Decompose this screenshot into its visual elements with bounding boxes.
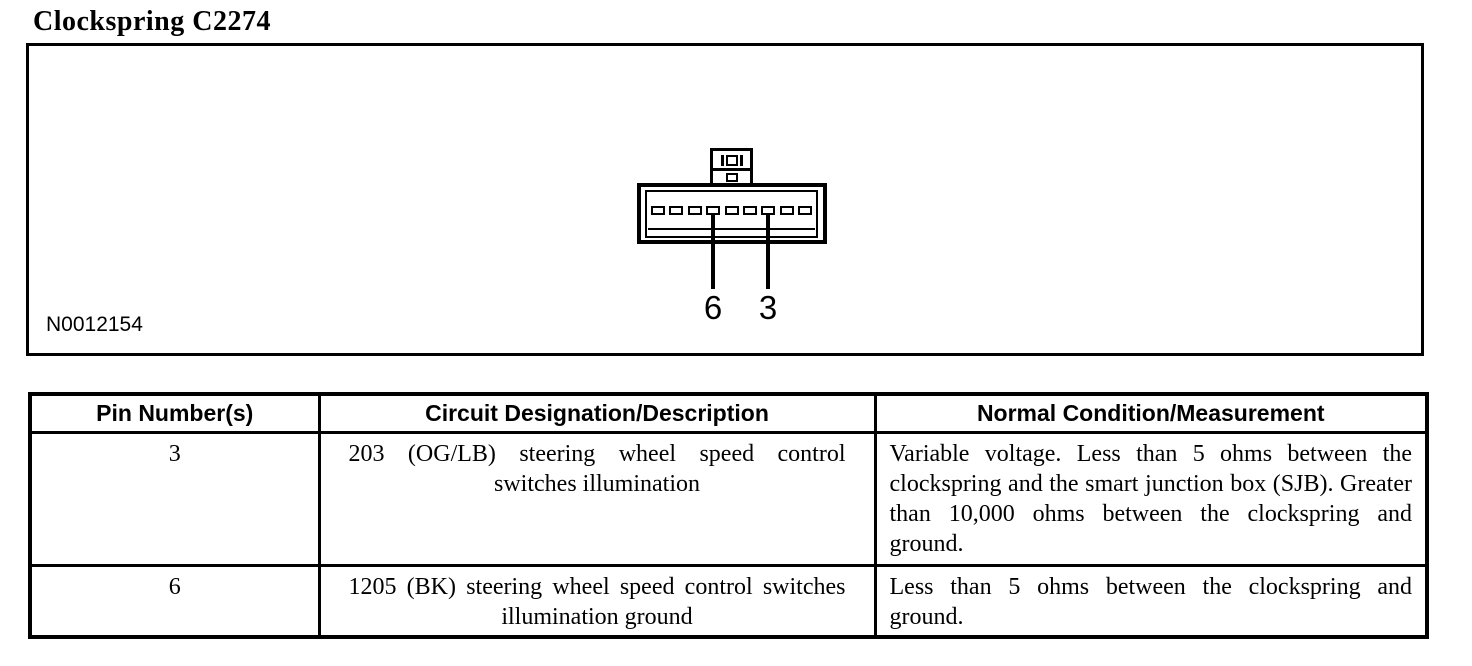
- pin-callout-label-3: 3: [758, 289, 778, 326]
- column-header-normal-condition: Normal Condition/Measurement: [873, 392, 1429, 434]
- circuit-description-cell: 1205 (BK) steering wheel speed control s…: [317, 564, 877, 638]
- table-row: 6 1205 (BK) steering wheel speed control…: [28, 564, 1429, 638]
- pin-cavity-7: [688, 206, 702, 215]
- pin-cavity-8: [669, 206, 683, 215]
- pin-cavity-5: [725, 206, 739, 215]
- column-header-circuit-designation: Circuit Designation/Description: [317, 392, 877, 434]
- lock-tab-detail-box: [726, 155, 738, 166]
- page-title: Clockspring C2274: [33, 6, 271, 37]
- lock-tab-divider: [712, 168, 751, 171]
- pin-number-cell: 3: [28, 431, 321, 567]
- pin-number-cell: 6: [28, 564, 321, 638]
- lock-tab-detail-bar: [721, 155, 724, 166]
- leader-line-pin-3: [766, 213, 770, 289]
- pin-cavity-4: [743, 206, 757, 215]
- table-header-row: Pin Number(s) Circuit Designation/Descri…: [28, 392, 1429, 434]
- pin-cavity-2: [780, 206, 794, 215]
- circuit-description-cell: 203 (OG/LB) steering wheel speed control…: [317, 431, 877, 567]
- normal-condition-cell: Variable voltage. Less than 5 ohms betwe…: [873, 431, 1429, 567]
- pin-cavity-9: [651, 206, 665, 215]
- table-row: 3 203 (OG/LB) steering wheel speed contr…: [28, 431, 1429, 567]
- connector-bottom-strip-line: [648, 228, 815, 230]
- normal-condition-cell: Less than 5 ohms between the clockspring…: [873, 564, 1429, 638]
- pin-callout-label-6: 6: [703, 289, 723, 326]
- leader-line-pin-6: [711, 213, 715, 289]
- figure-image-number: N0012154: [46, 313, 143, 336]
- lock-tab-detail-bar: [740, 155, 743, 166]
- column-header-pin-numbers: Pin Number(s): [28, 392, 321, 434]
- lock-tab-detent: [726, 173, 738, 182]
- pinout-table: Pin Number(s) Circuit Designation/Descri…: [28, 392, 1429, 639]
- pin-cavity-1: [798, 206, 812, 215]
